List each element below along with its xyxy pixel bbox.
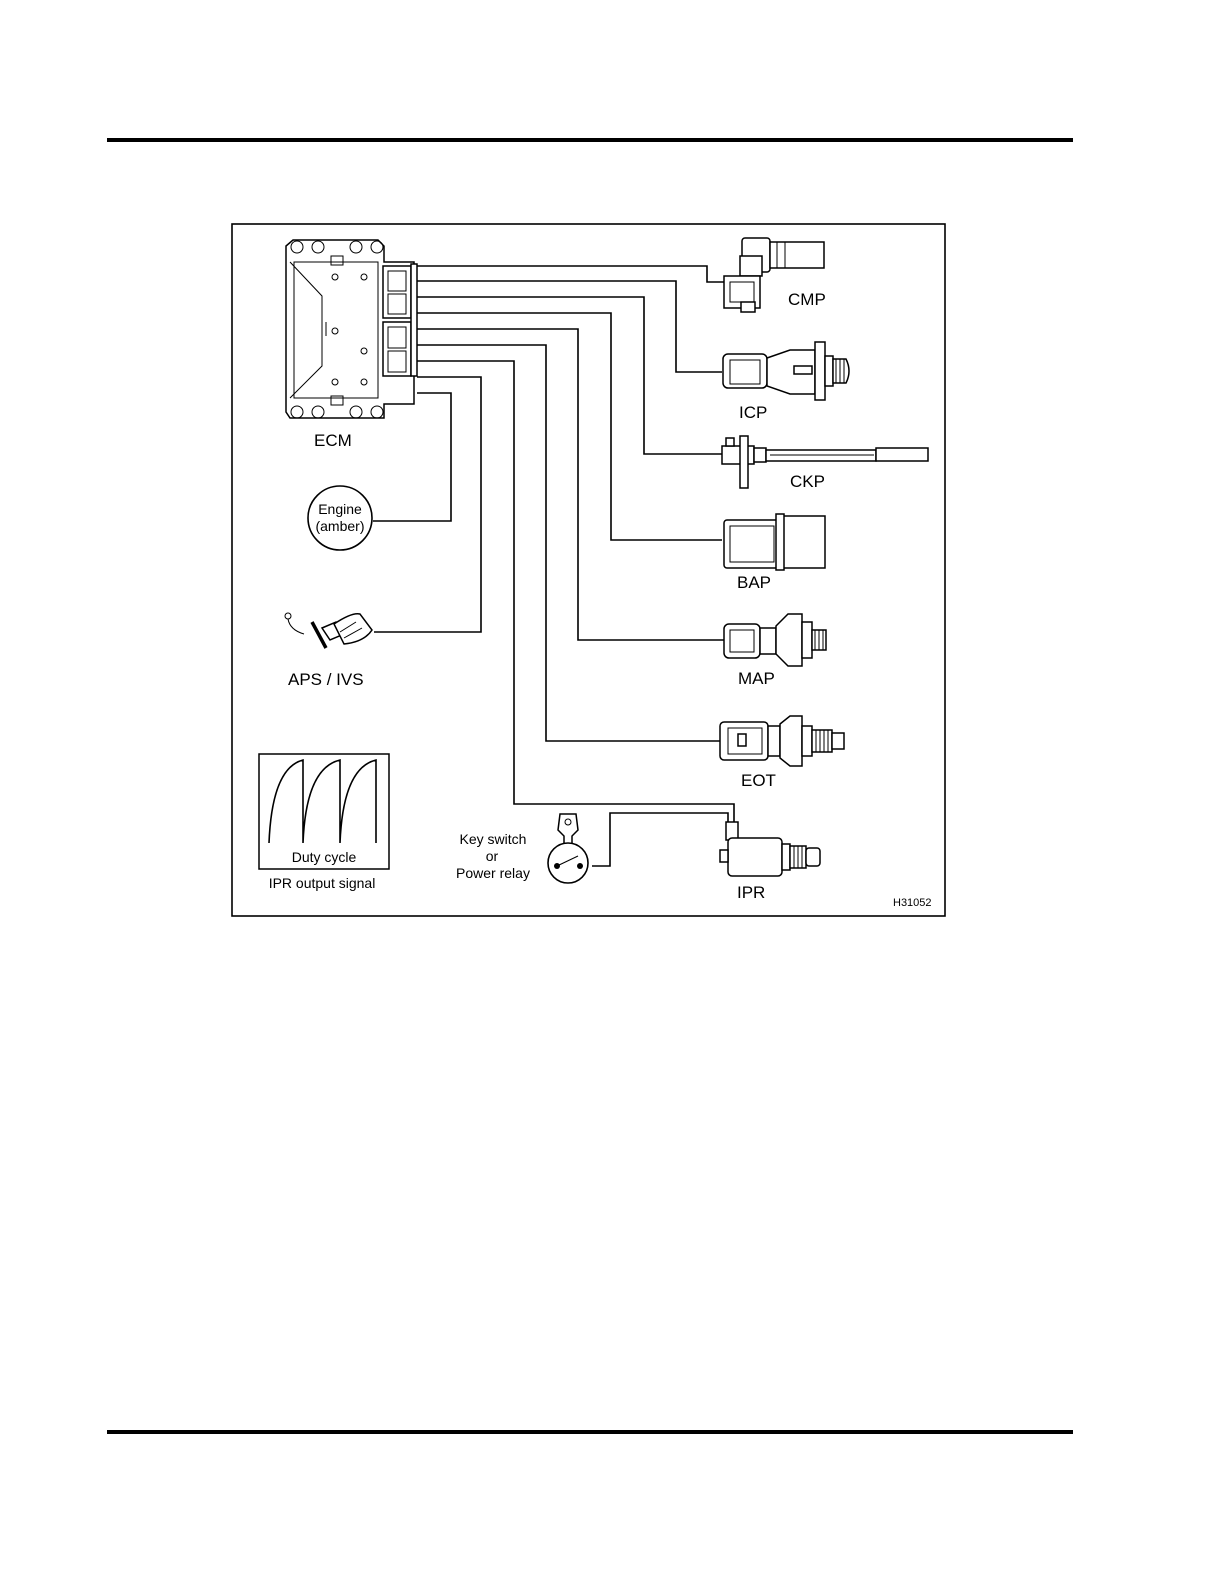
- key-switch-icon: [548, 814, 588, 883]
- ecm-label: ECM: [314, 431, 352, 450]
- wiring-harness: [373, 266, 734, 866]
- wire-map: [417, 329, 724, 640]
- bap-label: BAP: [737, 573, 771, 592]
- icp-sensor-icon: [723, 342, 849, 400]
- ckp-label: CKP: [790, 472, 825, 491]
- wire-eot: [417, 345, 720, 741]
- wire-ipr: [417, 361, 734, 822]
- ipr-valve-icon: [720, 822, 820, 876]
- key-switch-label-line1: Key switch: [460, 831, 527, 847]
- icp-label: ICP: [739, 403, 767, 422]
- key-switch-label-line3: Power relay: [456, 865, 530, 881]
- wire-aps-ivs: [374, 377, 481, 632]
- engine-lamp-label-line1: Engine: [318, 501, 362, 517]
- map-label: MAP: [738, 669, 775, 688]
- engine-lamp-label-line2: (amber): [315, 518, 364, 534]
- map-sensor-icon: [724, 614, 826, 666]
- bap-sensor-icon: [724, 514, 825, 570]
- cmp-label: CMP: [788, 290, 826, 309]
- ckp-sensor-icon: [722, 436, 928, 488]
- eot-sensor-icon: [720, 716, 844, 766]
- figure-id: H31052: [893, 897, 932, 909]
- wire-cmp: [417, 266, 724, 282]
- key-switch-label-line2: or: [486, 848, 499, 864]
- wire-icp: [417, 281, 722, 372]
- ipr-output-signal-caption: IPR output signal: [269, 875, 376, 891]
- aps-ivs-label: APS / IVS: [288, 670, 364, 689]
- wire-key-switch: [592, 813, 728, 866]
- ecm-module: [286, 240, 417, 418]
- accelerator-pedal-icon: [285, 613, 372, 648]
- eot-label: EOT: [741, 771, 776, 790]
- ipr-label: IPR: [737, 883, 765, 902]
- duty-cycle-label: Duty cycle: [292, 849, 357, 865]
